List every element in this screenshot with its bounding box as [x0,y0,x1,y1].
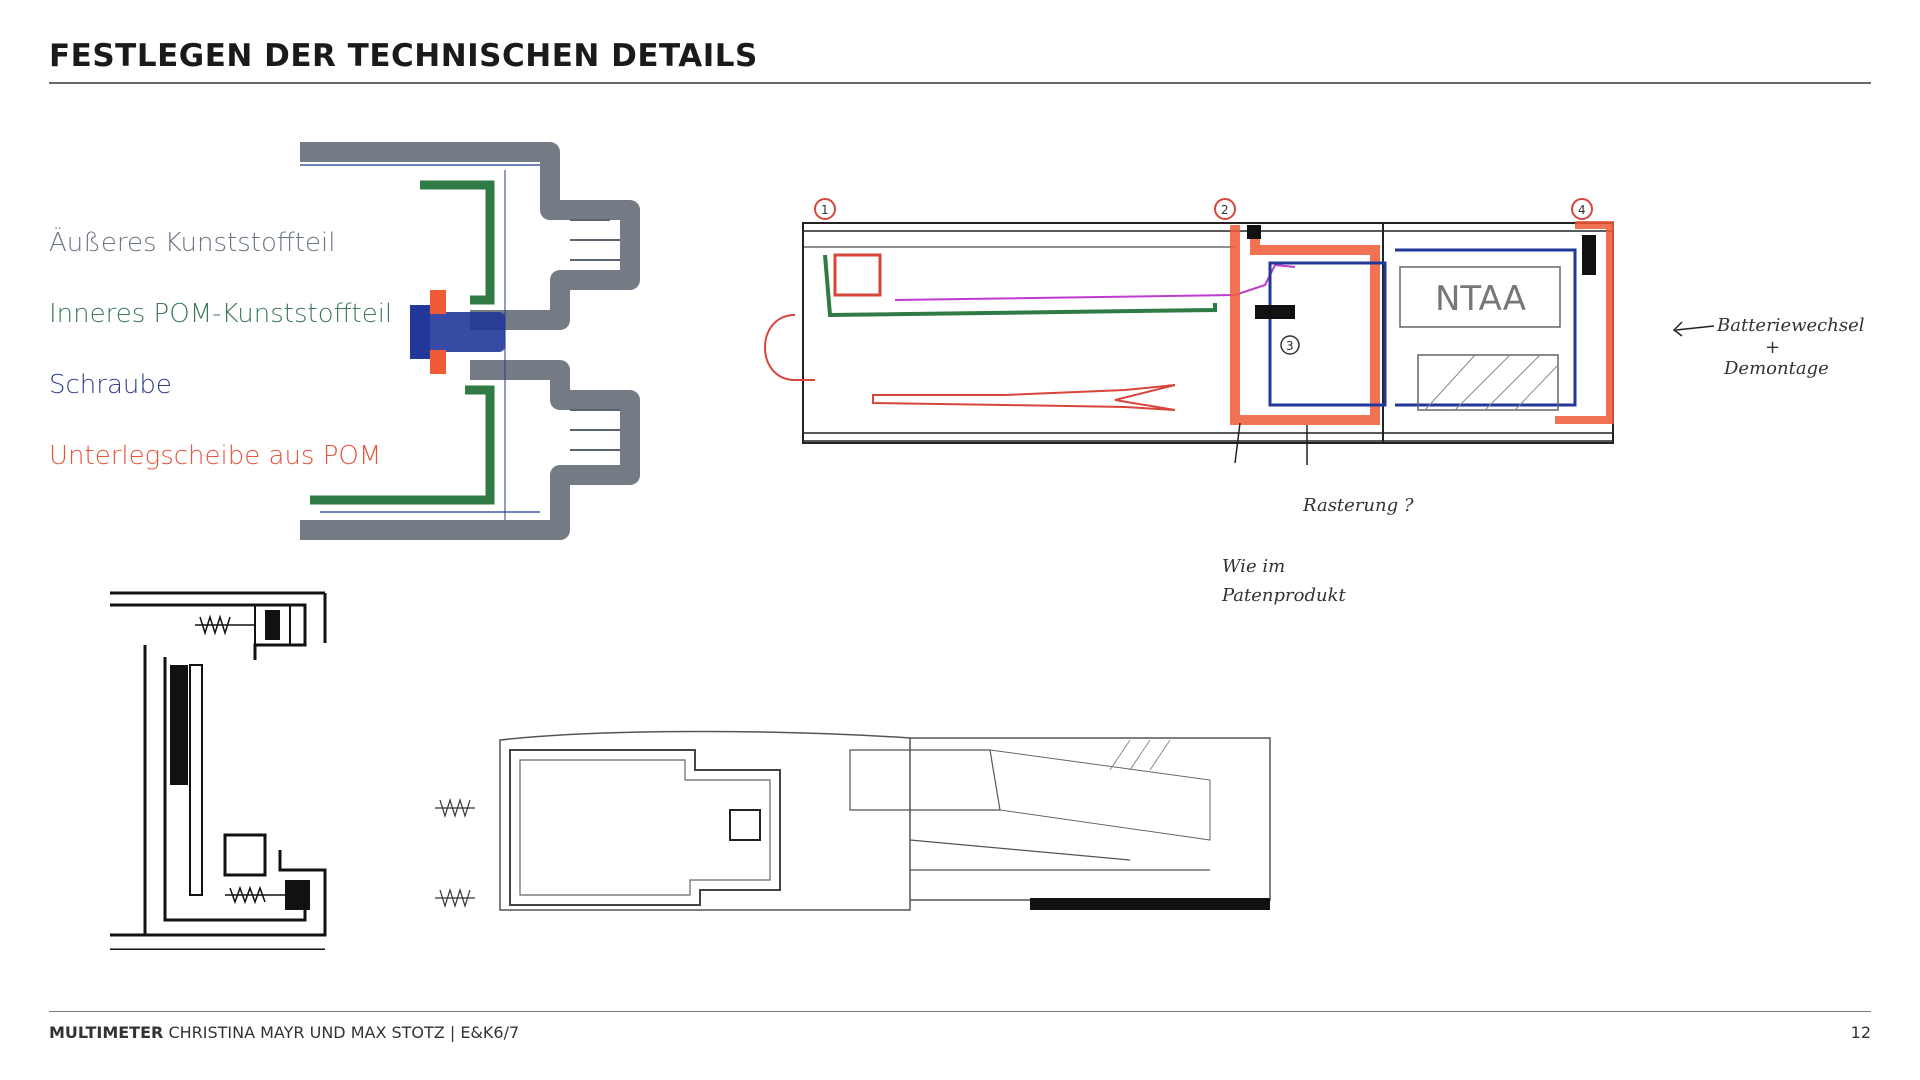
annotation-patenprodukt: Patenprodukt [1222,585,1346,606]
sketch-cross-section: NTAA 1 2 3 4 [764,198,1614,465]
marker-4: 4 [1578,203,1586,217]
marker-2: 2 [1221,203,1229,217]
footer-project: MULTIMETER [49,1023,164,1042]
legend-screw: Schraube [49,370,172,400]
legend-inner-pom: Inneres POM-Kunststoffteil [49,299,393,329]
footer-rule [49,1011,1871,1012]
title-rule [49,82,1871,84]
marker-3: 3 [1286,339,1294,353]
annotation-rasterung: Rasterung ? [1303,495,1414,516]
sketch-color-detail [300,142,640,540]
page-number: 12 [1850,1023,1871,1042]
annotation-arrow [1672,321,1715,337]
battery-label-ntaa: NTAA [1435,279,1526,319]
legend-outer-plastic: Äußeres Kunststoffteil [49,228,336,258]
page-title: FESTLEGEN DER TECHNISCHEN DETAILS [49,38,758,74]
annotation-demontage: Demontage [1724,358,1829,379]
footer-credits: MULTIMETER CHRISTINA MAYR UND MAX STOTZ … [49,1023,519,1042]
sketch-pencil-housing [435,730,1271,911]
marker-1: 1 [821,203,829,217]
footer-authors: CHRISTINA MAYR UND MAX STOTZ | E&K6/7 [168,1023,520,1042]
sketch-ink-detail [110,591,327,950]
annotation-wie-im: Wie im [1222,556,1286,577]
legend-washer: Unterlegscheibe aus POM [49,441,382,471]
annotation-battery-change: Batteriewechsel [1717,315,1865,336]
annotation-plus: + [1765,337,1781,358]
